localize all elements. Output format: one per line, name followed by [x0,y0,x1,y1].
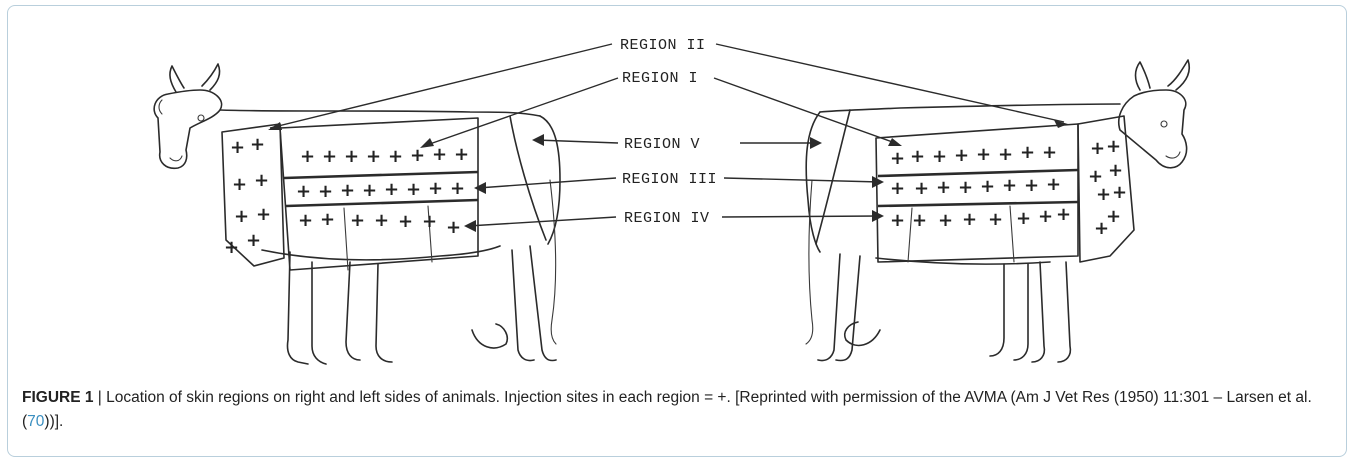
svg-text:+: + [912,210,927,231]
svg-text:+: + [398,211,413,232]
region-5-label: REGION V [624,136,700,153]
svg-text:+: + [890,210,905,231]
svg-text:+: + [406,179,421,200]
svg-text:+: + [254,170,269,191]
svg-text:+: + [1020,142,1035,163]
cow-region-diagram: ++ ++ ++ ++ ++ ++ ++ ++ ++ ++ ++ ++ ++ +… [0,0,1356,380]
svg-text:+: + [366,146,381,167]
svg-text:+: + [936,177,951,198]
svg-text:+: + [932,146,947,167]
svg-text:+: + [300,146,315,167]
svg-text:+: + [320,209,335,230]
svg-text:+: + [230,137,245,158]
region-1-label: REGION I [622,70,698,87]
svg-text:+: + [954,145,969,166]
svg-text:+: + [1002,175,1017,196]
svg-text:+: + [224,237,239,258]
caption-separator: | [93,389,106,406]
svg-text:+: + [256,204,271,225]
svg-text:+: + [350,210,365,231]
svg-text:+: + [340,180,355,201]
svg-text:+: + [246,230,261,251]
svg-text:+: + [446,217,461,238]
svg-text:+: + [976,144,991,165]
caption-text: Location of skin regions on right and le… [22,389,1312,430]
reference-link[interactable]: 70 [27,413,44,430]
svg-text:+: + [914,178,929,199]
svg-text:+: + [374,210,389,231]
svg-text:+: + [422,211,437,232]
svg-text:+: + [384,179,399,200]
svg-text:+: + [318,181,333,202]
svg-text:+: + [1042,142,1057,163]
svg-text:+: + [890,148,905,169]
svg-text:+: + [1090,138,1105,159]
svg-text:+: + [1108,160,1123,181]
region-3-label: REGION III [622,171,717,188]
figure-caption: FIGURE 1 | Location of skin regions on r… [22,386,1332,434]
svg-text:+: + [980,176,995,197]
svg-text:+: + [910,146,925,167]
svg-text:+: + [998,144,1013,165]
svg-text:+: + [988,209,1003,230]
svg-text:+: + [296,181,311,202]
region-4-label: REGION IV [624,210,710,227]
svg-text:+: + [450,178,465,199]
svg-text:+: + [1112,182,1127,203]
svg-text:+: + [410,145,425,166]
caption-text-end: ))]. [44,413,63,430]
svg-text:+: + [250,134,265,155]
region-2-label: REGION II [620,37,706,54]
svg-text:+: + [938,210,953,231]
svg-text:+: + [428,178,443,199]
svg-text:+: + [1106,136,1121,157]
svg-text:+: + [232,174,247,195]
svg-text:+: + [234,206,249,227]
svg-text:+: + [1096,184,1111,205]
svg-text:+: + [1056,204,1071,225]
figure-label: FIGURE 1 [22,389,93,406]
right-cow-illustration: ++ ++ ++ ++ ++ ++ ++ ++ ++ ++ ++ ++ ++ +… [806,60,1189,362]
svg-text:+: + [1038,206,1053,227]
svg-text:+: + [1024,175,1039,196]
svg-text:+: + [298,210,313,231]
svg-text:+: + [890,178,905,199]
svg-text:+: + [1016,208,1031,229]
left-cow-illustration: ++ ++ ++ ++ ++ ++ ++ ++ ++ ++ ++ ++ ++ +… [154,64,560,364]
svg-text:+: + [1046,174,1061,195]
svg-text:+: + [962,209,977,230]
svg-text:+: + [362,180,377,201]
svg-text:+: + [432,144,447,165]
svg-text:+: + [322,146,337,167]
svg-text:+: + [454,144,469,165]
svg-text:+: + [1106,206,1121,227]
svg-text:+: + [344,146,359,167]
svg-text:+: + [958,177,973,198]
svg-text:+: + [388,146,403,167]
